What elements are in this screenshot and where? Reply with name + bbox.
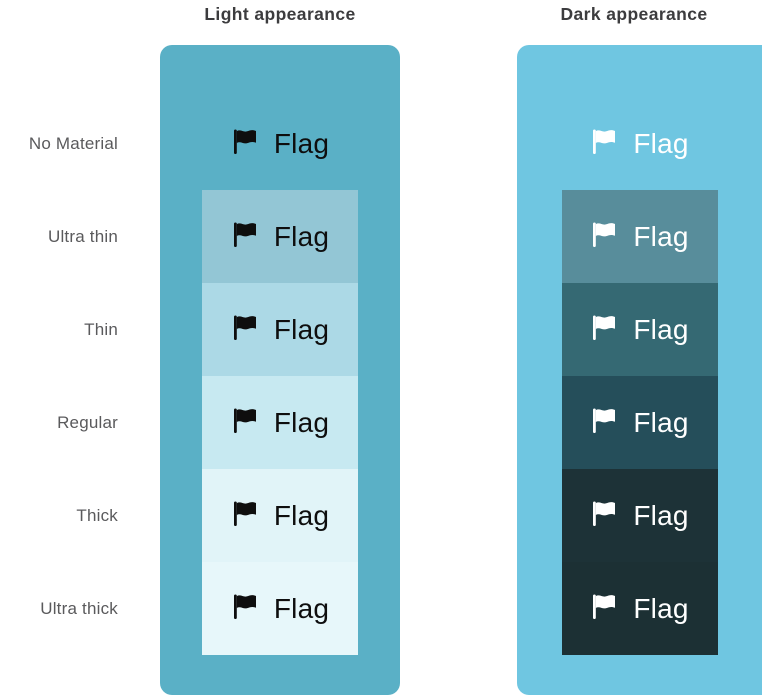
- dark-swatch-thin: Flag: [561, 283, 718, 376]
- flag-group: Flag: [231, 128, 329, 160]
- dark-swatch-no-material: Flag: [562, 97, 718, 190]
- flag-label: Flag: [633, 592, 689, 624]
- flag-icon: [231, 500, 261, 528]
- light-swatch-regular: Flag: [202, 376, 358, 469]
- flag-icon: [590, 314, 620, 342]
- dark-swatch-regular: Flag: [561, 376, 718, 469]
- row-label-thin: Thin: [84, 319, 118, 339]
- flag-group: Flag: [231, 407, 329, 439]
- flag-label: Flag: [273, 313, 330, 345]
- flag-label: Flag: [633, 499, 689, 531]
- light-swatch-no-material: Flag: [202, 97, 358, 190]
- flag-group: Flag: [590, 221, 688, 253]
- flag-group: Flag: [590, 407, 688, 439]
- row-labels-column: No Material Ultra thin Thin Regular Thic…: [0, 45, 118, 695]
- flag-icon: [231, 593, 261, 621]
- light-appearance-heading: Light appearance: [204, 4, 356, 24]
- dark-appearance-heading: Dark appearance: [560, 4, 708, 24]
- flag-icon: [231, 407, 261, 435]
- light-swatch-thick: Flag: [202, 469, 358, 562]
- row-label-thick: Thick: [76, 505, 118, 525]
- flag-icon: [590, 593, 620, 621]
- flag-icon: [231, 128, 261, 156]
- flag-icon: [231, 221, 261, 249]
- flag-label: Flag: [273, 220, 330, 252]
- flag-label: Flag: [633, 127, 689, 159]
- row-label-regular: Regular: [57, 412, 118, 432]
- flag-label: Flag: [273, 406, 330, 438]
- dark-swatch-thick: Flag: [561, 469, 718, 562]
- dark-swatch-ultra-thick: Flag: [561, 562, 718, 655]
- dark-appearance-column: Flag Flag Flag: [517, 45, 762, 695]
- light-appearance-column: Flag Flag Flag: [160, 45, 400, 695]
- dark-swatch-ultra-thin: Flag: [561, 190, 718, 283]
- light-swatch-ultra-thin: Flag: [202, 190, 358, 283]
- light-swatch-thin: Flag: [202, 283, 358, 376]
- flag-group: Flag: [231, 500, 329, 532]
- flag-label: Flag: [633, 406, 689, 438]
- row-label-ultra-thick: Ultra thick: [40, 598, 118, 618]
- flag-group: Flag: [231, 314, 329, 346]
- flag-group: Flag: [590, 128, 688, 160]
- row-label-ultra-thin: Ultra thin: [47, 226, 118, 246]
- flag-group: Flag: [590, 314, 688, 346]
- flag-group: Flag: [231, 221, 329, 253]
- flag-icon: [590, 128, 620, 156]
- flag-group: Flag: [590, 500, 688, 532]
- light-swatch-ultra-thick: Flag: [202, 562, 358, 655]
- flag-label: Flag: [273, 499, 330, 531]
- flag-icon: [590, 407, 620, 435]
- flag-icon: [231, 314, 261, 342]
- flag-label: Flag: [633, 313, 689, 345]
- flag-icon: [590, 500, 620, 528]
- flag-group: Flag: [590, 593, 688, 625]
- flag-label: Flag: [633, 220, 689, 252]
- flag-group: Flag: [231, 593, 329, 625]
- flag-icon: [590, 221, 620, 249]
- flag-label: Flag: [273, 127, 330, 159]
- flag-label: Flag: [273, 592, 330, 624]
- row-label-no-material: No Material: [28, 133, 118, 153]
